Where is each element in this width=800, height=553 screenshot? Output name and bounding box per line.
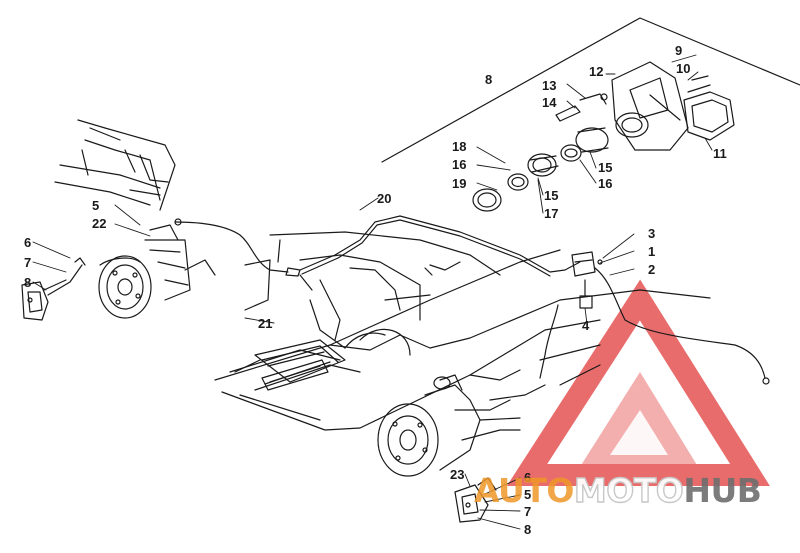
center-body (244, 231, 501, 356)
callout-8-left: 8 (24, 275, 32, 290)
callout-6-right: 6 (524, 470, 532, 485)
callout-19: 19 (452, 176, 467, 191)
callout-15-lower: 15 (544, 188, 559, 203)
floor-panel (234, 339, 346, 383)
frame-outline (214, 249, 711, 431)
left-hub-rotor (98, 224, 216, 319)
watermark-logo-text: AUTOMOTOHUB (474, 471, 762, 510)
callout-2: 2 (648, 262, 656, 277)
left-body-panel (54, 119, 176, 211)
watermark-auto: AUTO (474, 471, 574, 510)
callout-18: 18 (452, 139, 467, 154)
right-hub-rotor (377, 374, 546, 477)
callout-13: 13 (542, 78, 557, 93)
watermark-triangle-logo (506, 279, 770, 486)
distribution-block (571, 251, 603, 309)
right-caliper (454, 477, 497, 523)
brake-line-center (299, 215, 581, 277)
callout-8-assembly: 8 (485, 72, 493, 87)
callout-7-left: 7 (24, 255, 32, 270)
leader-lines (32, 54, 713, 530)
callout-15-right: 15 (598, 160, 613, 175)
callout-8-right: 8 (524, 522, 532, 537)
callout-3: 3 (648, 226, 656, 241)
callout-12: 12 (589, 64, 604, 79)
watermark-hub: HUB (683, 471, 762, 510)
callout-1: 1 (648, 244, 656, 259)
brake-line-left (174, 218, 301, 277)
callout-10: 10 (676, 61, 691, 76)
callout-21: 21 (258, 316, 273, 331)
callout-16-right: 16 (598, 176, 613, 191)
callout-17: 17 (544, 206, 559, 221)
brake-line-right (539, 267, 770, 385)
callout-5-left: 5 (92, 198, 100, 213)
callout-7-right: 7 (524, 504, 532, 519)
callout-6-left: 6 (24, 235, 32, 250)
watermark-moto: MOTO (573, 471, 684, 510)
callout-14: 14 (542, 95, 557, 110)
callout-5-right: 5 (524, 487, 532, 502)
callout-16-left: 16 (452, 157, 467, 172)
left-caliper (21, 257, 86, 321)
caliper-exploded-guide (381, 17, 800, 163)
callout-23: 23 (450, 467, 465, 482)
callout-9: 9 (675, 43, 683, 58)
callout-4: 4 (582, 318, 590, 333)
callout-22: 22 (92, 216, 107, 231)
callout-11: 11 (713, 146, 727, 161)
callout-20: 20 (377, 191, 392, 206)
caliper-assembly (472, 61, 735, 212)
